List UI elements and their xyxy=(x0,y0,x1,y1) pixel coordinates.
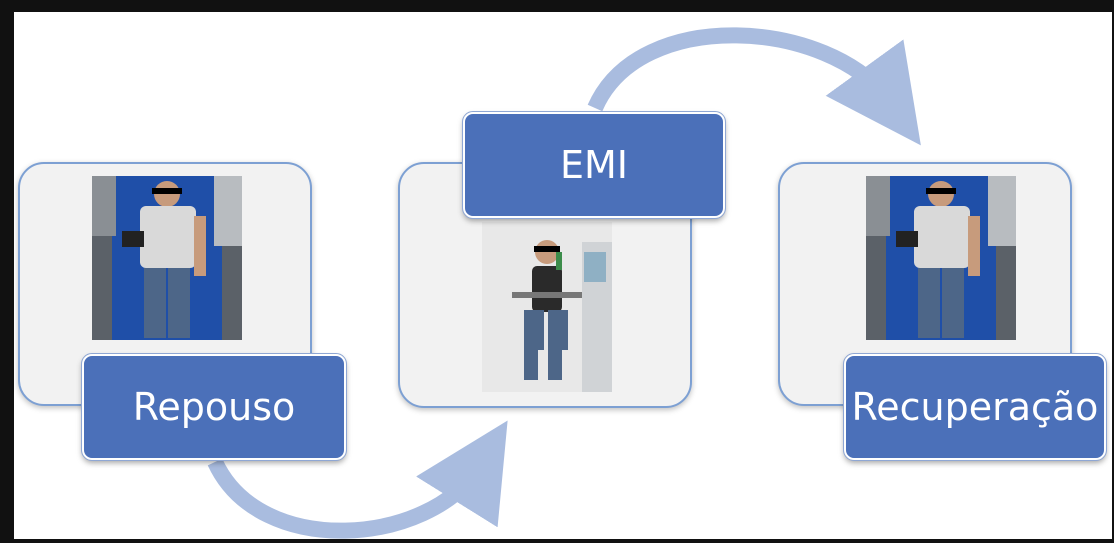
step-label-text: Repouso xyxy=(132,385,296,429)
step-label-repouso: Repouso xyxy=(81,353,347,461)
step-label-recuperacao: Recuperação xyxy=(843,353,1107,461)
step-label-emi: EMI xyxy=(462,111,726,219)
person-lying-on-bed-photo xyxy=(866,176,1016,340)
step-label-text: Recuperação xyxy=(851,385,1099,429)
step-label-text: EMI xyxy=(559,143,628,187)
person-lying-on-bed-photo xyxy=(92,176,242,340)
arrow-repouso-to-emi xyxy=(207,420,508,539)
arrow-emi-to-recuperacao xyxy=(587,27,921,146)
step-card-repouso xyxy=(18,162,312,406)
person-seated-with-device-photo xyxy=(482,222,612,392)
